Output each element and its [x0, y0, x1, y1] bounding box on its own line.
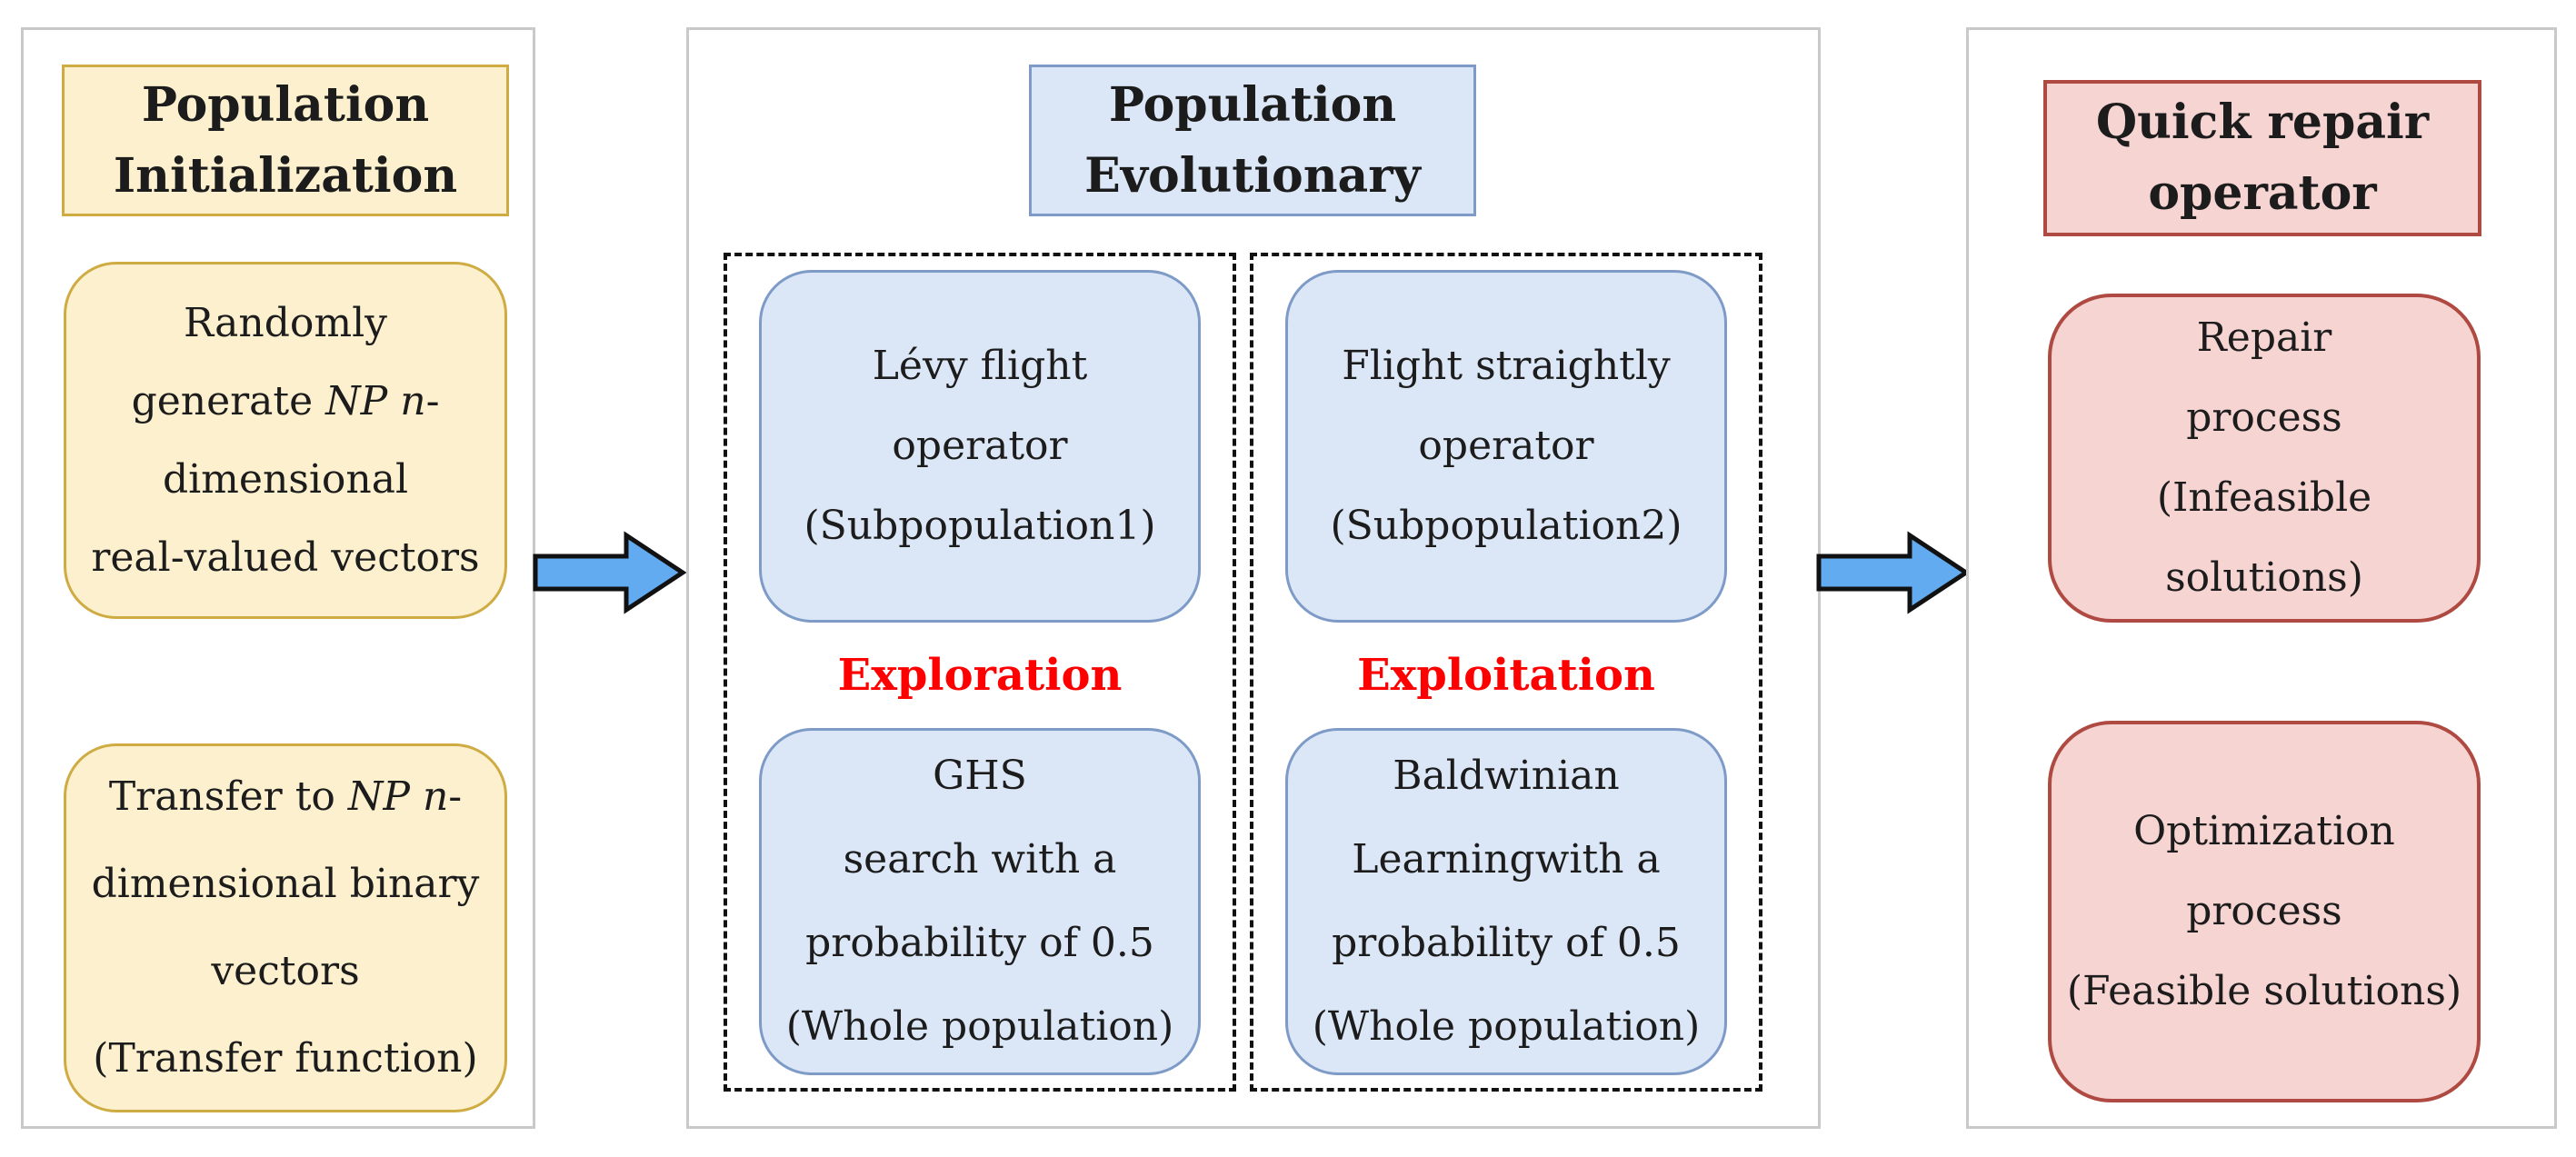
flow-arrow-right-icon: [533, 531, 687, 614]
text-segment: generate: [131, 377, 326, 424]
italic-variable: NP n: [325, 377, 426, 424]
evolutionary-title: Population Evolutionary: [1029, 65, 1476, 216]
title-line: Population: [141, 76, 430, 133]
title-line: Initialization: [113, 147, 458, 204]
initialization-panel: Population Initialization Randomly gener…: [21, 27, 535, 1129]
box-text-line: process: [2186, 394, 2342, 441]
repair-title: Quick repair operator: [2043, 80, 2481, 236]
optimization-process-box: Optimization process (Feasible solutions…: [2048, 721, 2481, 1102]
exploration-dashed-group: Lévy flight operator (Subpopulation1) Ex…: [724, 253, 1236, 1092]
italic-variable: NP n: [347, 773, 449, 820]
exploration-label: Exploration: [837, 650, 1123, 701]
box-text-line: Optimization: [2133, 808, 2395, 854]
box-text-line: dimensional: [162, 455, 409, 503]
box-text-line: Repair: [2196, 314, 2332, 361]
initialization-title: Population Initialization: [62, 65, 509, 216]
title-line: Evolutionary: [1084, 147, 1421, 204]
box-text-line: generate NP n-: [132, 363, 440, 441]
repair-panel: Quick repair operator Repair process (In…: [1966, 27, 2557, 1129]
box-text-line: Transfer to NP n-: [109, 753, 462, 841]
levy-flight-box: Lévy flight operator (Subpopulation1): [759, 270, 1201, 623]
title-line: Population: [1108, 76, 1397, 133]
text-segment: -: [425, 377, 440, 424]
box-text-line: probability of 0.5: [805, 920, 1154, 966]
flight-straightly-box: Flight straightly operator (Subpopulatio…: [1285, 270, 1727, 623]
box-text-line: Baldwinian: [1393, 753, 1620, 799]
box-text-line: (Whole population): [1312, 1003, 1701, 1050]
box-text-line: (Subpopulation2): [1330, 503, 1682, 549]
box-text-line: operator: [892, 423, 1068, 469]
baldwinian-learning-box: Baldwinian Learningwith a probability of…: [1285, 728, 1727, 1075]
box-text-line: vectors: [211, 948, 360, 994]
box-text-line: operator: [1418, 423, 1594, 469]
exploitation-dashed-group: Flight straightly operator (Subpopulatio…: [1250, 253, 1762, 1092]
box-text-line: (Infeasible solutions): [2156, 474, 2372, 601]
box-text-line: Flight straightly: [1342, 343, 1671, 389]
ghs-search-box: GHS search with a probability of 0.5 (Wh…: [759, 728, 1201, 1075]
box-text-line: search with a: [843, 836, 1117, 883]
title-line: operator: [2148, 165, 2377, 221]
evolutionary-panel: Population Evolutionary Lévy flight oper…: [686, 27, 1821, 1129]
box-text-line: (Subpopulation1): [804, 503, 1156, 549]
transfer-box: Transfer to NP n- dimensional binary vec…: [64, 743, 507, 1112]
text-segment: -: [448, 773, 463, 820]
flow-arrow-right-icon: [1816, 531, 1971, 614]
box-text-line: (Transfer function): [93, 1035, 478, 1082]
box-text-line: Learningwith a: [1352, 836, 1661, 883]
text-segment: Transfer to: [108, 773, 348, 820]
box-text-line: Lévy flight: [872, 343, 1088, 389]
box-text-line: real-valued vectors: [91, 534, 480, 581]
box-text-line: (Feasible solutions): [2066, 968, 2462, 1014]
repair-process-box: Repair process (Infeasible solutions): [2048, 294, 2481, 623]
title-line: Quick repair: [2095, 95, 2430, 150]
box-text-line: GHS: [933, 753, 1027, 799]
box-text-line: Randomly: [183, 299, 388, 346]
box-text-line: process: [2186, 888, 2342, 934]
random-generate-box: Randomly generate NP n- dimensional real…: [64, 262, 507, 619]
box-text-line: probability of 0.5: [1332, 920, 1681, 966]
exploitation-label: Exploitation: [1357, 650, 1655, 701]
box-text-line: dimensional binary: [91, 861, 480, 907]
box-text-line: (Whole population): [785, 1003, 1174, 1050]
